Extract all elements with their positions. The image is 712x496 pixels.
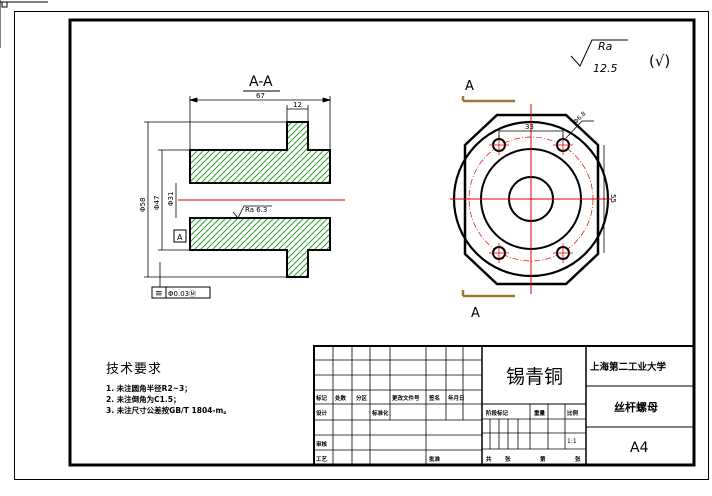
tb-label-sheet: 张 <box>575 455 581 463</box>
dim-overall-length <box>188 96 332 150</box>
dim-hole-spacing: 33 <box>525 123 534 131</box>
notes-line-1: 1. 未注圆角半径R2~3； <box>106 384 192 393</box>
tb-label-design: 设计 <box>316 409 328 417</box>
bore-finish: Ra 6.3 <box>245 206 267 214</box>
section-title: A-A <box>249 74 273 90</box>
tb-label-process: 工艺 <box>316 455 328 463</box>
section-lower-hatch <box>189 217 331 278</box>
dim-flange-width <box>286 105 309 122</box>
tb-sheet-size: A4 <box>630 440 649 456</box>
view-label-bottom: A <box>471 306 480 321</box>
notes-title: 技术要求 <box>106 362 163 377</box>
tb-label-sign: 签名 <box>428 394 440 402</box>
corner-mark <box>0 0 48 48</box>
tb-label-review: 审核 <box>316 440 328 448</box>
dim-verticals <box>144 121 287 278</box>
dim-overall-length-text: 67 <box>256 92 265 100</box>
concentricity-icon: ≡ <box>155 289 163 299</box>
flange-outline <box>463 113 600 286</box>
roughness-value: 12.5 <box>593 62 618 75</box>
roughness-symbol: Ra 12.5 (√) <box>570 39 670 75</box>
tolerance-value: Φ0.03Ⓜ <box>168 290 196 298</box>
bolt-holes <box>489 135 573 263</box>
end-view: A A 33 Φ6.8 <box>450 79 617 321</box>
tb-school: 上海第二工业大学 <box>590 361 667 373</box>
technical-notes: 技术要求 1. 未注圆角半径R2~3； 2. 未注倒角为C1.5； 3. 未注尺… <box>106 358 306 416</box>
tb-label-total: 共 <box>486 455 492 463</box>
tb-label-zone: 分区 <box>356 394 368 402</box>
roughness-suffix: (√) <box>649 52 670 70</box>
tb-label-scale: 比例 <box>567 409 579 417</box>
cut-arrow-bottom <box>461 290 515 298</box>
tb-label-approve: 批准 <box>429 455 441 463</box>
roughness-ra-label: Ra <box>598 40 613 53</box>
tolerance-frame: ≡ Φ0.03Ⓜ <box>151 262 211 299</box>
notes-line-3: 3. 未注尺寸公差按GB/T 1804-m。 <box>106 406 231 415</box>
tb-label-mark: 标记 <box>315 394 328 402</box>
datum-box <box>173 229 187 243</box>
tb-label-count: 处数 <box>334 394 347 402</box>
datum-label: A <box>177 233 183 242</box>
view-label-top: A <box>465 79 474 94</box>
title-block: 标记 处数 分区 更改文件号 签名 年月日 设计 标准化 阶段标记 重量 比例 … <box>313 345 695 466</box>
tb-label-date: 年月日 <box>448 394 465 402</box>
dim-outer-diameter: Φ58 <box>139 198 147 212</box>
tb-label-weight: 重量 <box>534 409 546 417</box>
dim-flange-width-text: 12 <box>293 101 302 109</box>
dim-bore-diameter: Φ31 <box>167 192 175 206</box>
notes-line-2: 2. 未注倒角为C1.5； <box>106 395 181 404</box>
tb-label-change: 更改文件号 <box>392 394 420 402</box>
tb-label-stage: 阶段标记 <box>486 409 509 417</box>
tb-label-std: 标准化 <box>371 409 389 417</box>
tb-label-sheets: 张 <box>505 455 511 463</box>
dim-right: 55 <box>609 194 617 203</box>
dim-mid-diameter: Φ47 <box>153 196 161 210</box>
section-upper-hatch <box>189 121 331 184</box>
tb-part-name: 丝杆螺母 <box>614 400 658 414</box>
section-view: A-A 67 12 <box>139 74 345 299</box>
tb-material: 锡青铜 <box>506 366 563 388</box>
tb-label-no: 第 <box>540 455 546 463</box>
tb-scale-value: 1:1 <box>567 438 577 445</box>
cut-arrow-top <box>461 96 515 103</box>
